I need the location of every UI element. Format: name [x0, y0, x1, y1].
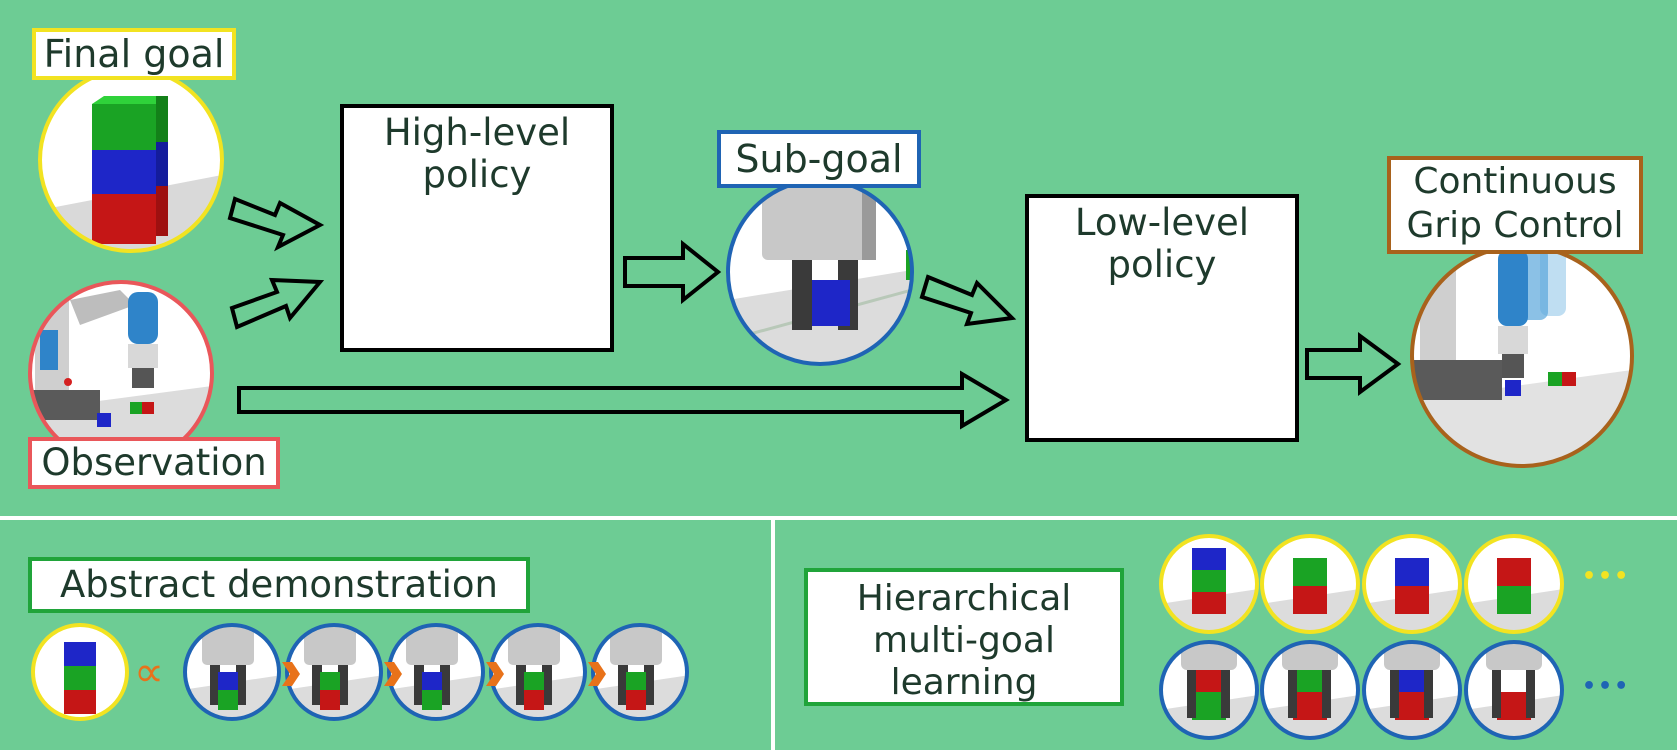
high-level-policy-box: High-level policy [340, 104, 614, 352]
final-goal-image [38, 67, 224, 253]
arrow-high-to-subgoal [623, 239, 722, 305]
demo-step-image [387, 623, 485, 721]
demo-step-image [591, 623, 689, 721]
demo-chevron [384, 662, 402, 686]
arrow-subgoal-to-low [919, 274, 1017, 327]
arrow-obs-to-high [229, 277, 325, 330]
goal-grid-stack-image [1464, 534, 1564, 634]
hierarchical-multi-goal-label: Hierarchical multi-goal learning [804, 568, 1124, 706]
demo-steps [183, 623, 689, 721]
low-level-policy-title: Low-level policy [1029, 202, 1295, 286]
hml-line-1: Hierarchical [856, 578, 1072, 619]
sub-goal-image [726, 178, 914, 366]
demo-chevrons [282, 662, 606, 686]
goal-grid-gripper-image [1159, 640, 1259, 740]
high-level-policy-line-1: High-level [383, 111, 571, 154]
goal-grid-stack-image [1159, 534, 1259, 634]
continuous-grip-image [1410, 244, 1634, 468]
goal-grid-stack-image [1362, 534, 1462, 634]
ellipsis-yellow: ••• [1582, 564, 1631, 589]
goal-grid-gripper-image [1362, 640, 1462, 740]
low-level-policy-line-1: Low-level [1074, 201, 1250, 244]
goal-grid-gripper-image [1464, 640, 1564, 740]
flow-arrows [227, 196, 1402, 430]
demo-final-goal-image [31, 623, 129, 721]
demo-step-image [183, 623, 281, 721]
low-level-policy-box: Low-level policy [1025, 194, 1299, 442]
continuous-grip-line-1: Continuous [1413, 161, 1617, 202]
arrow-low-to-cont [1305, 332, 1402, 396]
goal-grid-stack-image [1260, 534, 1360, 634]
hml-line-2: multi-goal [873, 620, 1055, 661]
proportional-symbol: ∝ [134, 647, 165, 696]
continuous-grip-label: Continuous Grip Control [1387, 156, 1643, 254]
demo-chevron [588, 662, 606, 686]
goal-grid [1159, 534, 1564, 740]
abstract-demonstration-label: Abstract demonstration [28, 557, 530, 613]
ellipsis-blue: ••• [1582, 674, 1631, 699]
arrow-obs-to-low [237, 370, 1010, 430]
goal-grid-gripper-image [1260, 640, 1360, 740]
final-goal-label: Final goal [32, 28, 236, 80]
section-dividers [0, 516, 1677, 750]
high-level-policy-title: High-level policy [344, 112, 610, 196]
high-level-policy-line-2: policy [422, 153, 532, 196]
sub-goal-label: Sub-goal [717, 130, 921, 188]
demo-step-image [489, 623, 587, 721]
demo-chevron [486, 662, 504, 686]
observation-label: Observation [28, 437, 280, 489]
low-level-policy-line-2: policy [1107, 243, 1217, 286]
continuous-grip-line-2: Grip Control [1406, 205, 1624, 246]
demo-chevron [282, 662, 300, 686]
demo-step-image [285, 623, 383, 721]
arrow-final-to-high [227, 196, 325, 252]
hml-line-3: learning [890, 662, 1038, 703]
